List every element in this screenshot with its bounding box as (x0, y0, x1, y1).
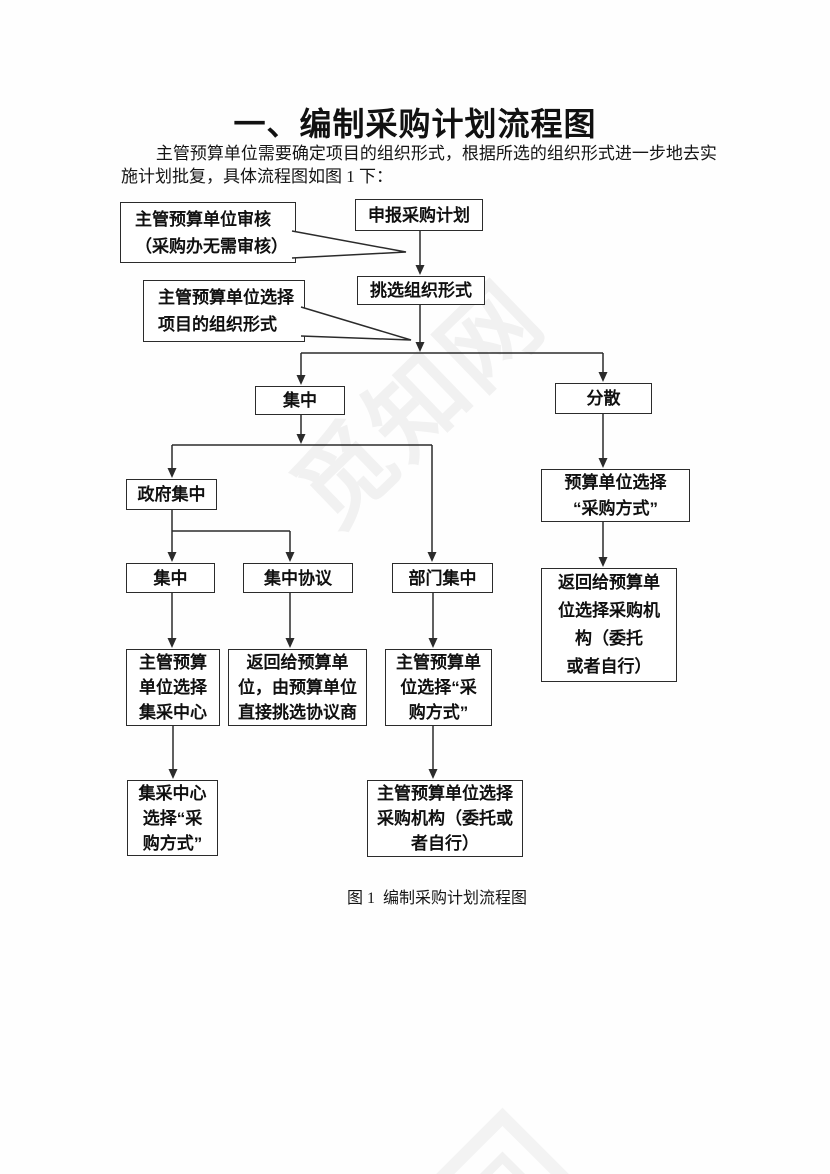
node-center-select-method: 集采中心 选择“采 购方式” (127, 780, 218, 856)
node-department-centralized: 部门集中 (392, 563, 493, 593)
figure-caption: 图 1 编制采购计划流程图 (346, 890, 527, 907)
node-supervisor-select-agency: 主管预算单位选择 采购机构（委托或 者自行） (367, 780, 523, 857)
node-pick-organization-form: 挑选组织形式 (357, 276, 485, 305)
paragraph-line-1: 主管预算单位需要确定项目的组织形式，根据所选的组织形式进一步地去实 (155, 144, 717, 163)
paragraph-line-2: 施计划批复，具体流程图如图 1 下： (121, 166, 393, 186)
node-budget-unit-select-method: 预算单位选择 “采购方式” (541, 469, 690, 522)
page-title: 一、编制采购计划流程图 (233, 106, 597, 142)
intro-paragraph: 主管预算单位需要确定项目的组织形式，根据所选的组织形式进一步地去实 施计划批复，… (121, 143, 721, 188)
arrowheads (167, 265, 608, 779)
node-supervisor-select-method: 主管预算单 位选择“采 购方式” (385, 649, 492, 726)
node-supervisor-select-center: 主管预算 单位选择 集采中心 (126, 649, 220, 726)
node-callout-choose-org-form: 主管预算单位选择 项目的组织形式 (143, 280, 305, 342)
node-centralized-agreement: 集中协议 (243, 563, 353, 593)
node-centralized-sub: 集中 (126, 563, 215, 593)
node-callout-supervisor-review: 主管预算单位审核 （采购办无需审核） (120, 202, 296, 263)
node-centralized: 集中 (255, 386, 345, 415)
node-declare-procurement-plan: 申报采购计划 (355, 199, 483, 231)
node-return-budget-select-agency: 返回给预算单 位选择采购机 构（委托 或者自行） (541, 568, 677, 682)
node-decentralized: 分散 (555, 383, 652, 414)
node-return-budget-pick-agreement: 返回给预算单 位，由预算单位 直接挑选协议商 (228, 649, 367, 726)
node-government-centralized: 政府集中 (126, 479, 217, 510)
